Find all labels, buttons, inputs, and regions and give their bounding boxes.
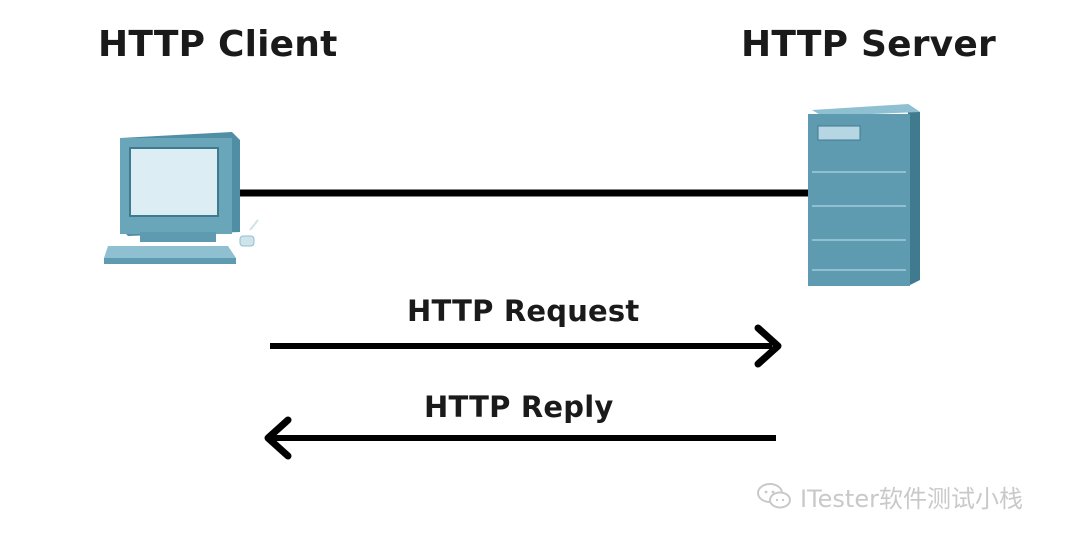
client-title: HTTP Client [98, 24, 338, 65]
client-computer-icon [104, 132, 259, 264]
reply-label: HTTP Reply [424, 390, 614, 424]
watermark: ITester软件测试小栈 [756, 478, 1023, 514]
watermark-text: ITester软件测试小栈 [800, 484, 1023, 513]
request-arrow [270, 324, 782, 368]
reply-arrow [264, 416, 776, 460]
server-title: HTTP Server [741, 24, 996, 65]
chat-bubbles-icon [757, 483, 791, 509]
server-tower-icon [808, 104, 920, 286]
request-label: HTTP Request [407, 294, 640, 328]
